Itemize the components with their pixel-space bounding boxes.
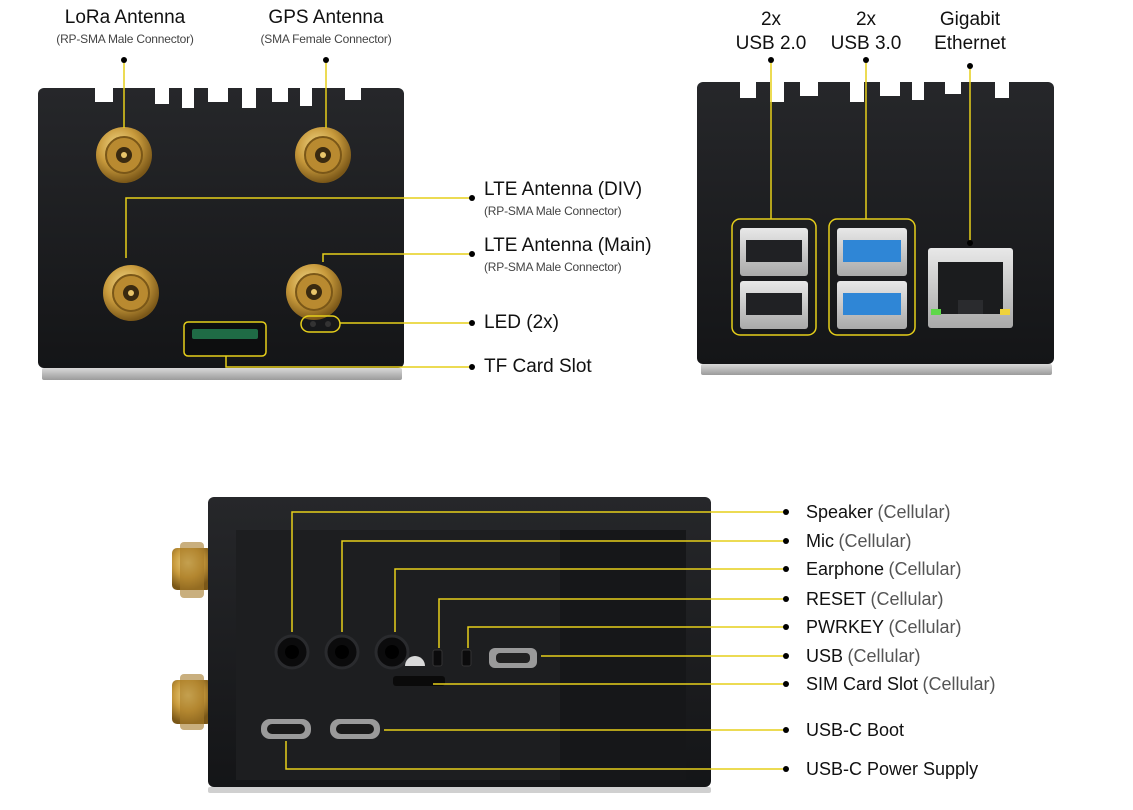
label-speaker: Speaker (Cellular) [806, 503, 951, 522]
label-gigabit: Gigabit [940, 10, 1000, 29]
label-lte-main: LTE Antenna (Main) [484, 236, 652, 255]
label-lte-div: LTE Antenna (DIV) [484, 180, 642, 199]
side-panel [172, 497, 789, 793]
back-panel [697, 57, 1054, 375]
label-lte-div-connector: (RP-SMA Male Connector) [484, 205, 621, 217]
label-gps-antenna: GPS Antenna [268, 8, 383, 27]
label-tf-card: TF Card Slot [484, 357, 592, 376]
label-reset: RESET (Cellular) [806, 590, 943, 609]
label-usb2-count: 2x [761, 10, 781, 29]
label-usb3-count: 2x [856, 10, 876, 29]
label-sim-slot: SIM Card Slot (Cellular) [806, 675, 996, 694]
label-mic: Mic (Cellular) [806, 532, 911, 551]
label-earphone: Earphone (Cellular) [806, 560, 962, 579]
label-pwrkey: PWRKEY (Cellular) [806, 618, 961, 637]
label-led: LED (2x) [484, 313, 559, 332]
sma-connector [103, 265, 159, 321]
label-gps-connector: (SMA Female Connector) [261, 33, 392, 45]
label-usbc-power: USB-C Power Supply [806, 760, 978, 779]
sma-connector [295, 127, 351, 183]
label-usbc-boot: USB-C Boot [806, 721, 904, 740]
label-usb2: USB 2.0 [736, 34, 807, 53]
label-lte-main-connector: (RP-SMA Male Connector) [484, 261, 621, 273]
sma-connector [96, 127, 152, 183]
label-ethernet: Ethernet [934, 34, 1006, 53]
label-lora-antenna: LoRa Antenna [65, 8, 185, 27]
label-lora-connector: (RP-SMA Male Connector) [56, 33, 193, 45]
label-usb-cellular: USB (Cellular) [806, 647, 920, 666]
sma-connector [286, 264, 342, 320]
label-usb3: USB 3.0 [831, 34, 902, 53]
front-panel [38, 57, 475, 380]
